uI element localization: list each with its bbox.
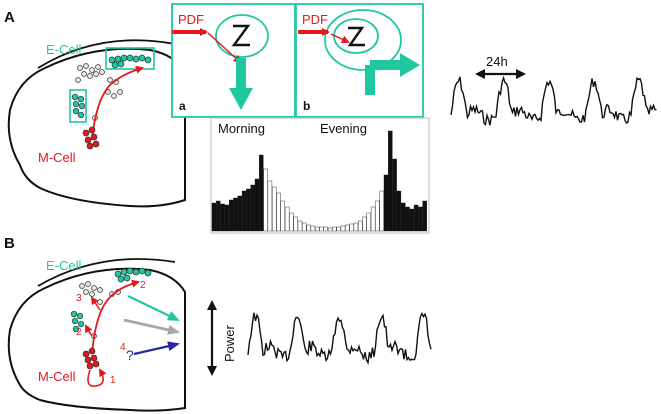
histogram-bar (413, 204, 419, 232)
histogram-bar (375, 200, 380, 232)
step-label-2-upper: 2 (140, 280, 146, 291)
histogram-morning-label: Morning (218, 121, 265, 136)
histogram-bar (280, 200, 285, 232)
histogram-bar (259, 154, 264, 232)
unknown-pathway-mark: ? (126, 347, 134, 363)
m-cell-output-arrow (133, 341, 180, 356)
e-cell-label-a: E-Cell (46, 42, 82, 57)
histogram-bar (228, 199, 234, 232)
inset-b-signal: PDF (302, 12, 328, 27)
histogram-bar (267, 180, 273, 232)
activity-histogram-frame (210, 117, 430, 234)
histogram-bar (302, 222, 307, 232)
histogram-bar (418, 206, 423, 232)
power-label: Power (222, 324, 237, 362)
histogram-bar (284, 206, 290, 232)
activity-histogram (211, 130, 427, 232)
histogram-bar (233, 197, 238, 232)
histogram-bar (336, 226, 341, 232)
histogram-bar (297, 220, 303, 232)
step-label-2-lower: 2 (76, 327, 82, 338)
histogram-bar (272, 186, 277, 232)
histogram-bar (345, 224, 350, 232)
histogram-bar (358, 220, 363, 232)
histogram-bar (405, 206, 410, 232)
histogram-bar (241, 190, 247, 232)
histogram-evening-label: Evening (320, 121, 367, 136)
lndd-cluster-a (71, 93, 86, 119)
clock-icon-b (347, 26, 365, 47)
m-cell-label-a: M-Cell (38, 150, 76, 165)
histogram-bar (315, 226, 320, 232)
pdf-to-grey-b (90, 296, 101, 311)
panel-b-label: B (4, 235, 15, 252)
histogram-bar (293, 216, 298, 232)
grey-output-arrow (123, 318, 180, 335)
histogram-bar (323, 226, 328, 232)
lndd-box-a (69, 89, 87, 123)
inset-a-label: a (179, 99, 186, 113)
histogram-bar (211, 202, 217, 232)
histogram-bar (289, 212, 294, 232)
lndd-cluster-b (70, 310, 85, 333)
m-cell-label-b: M-Cell (38, 369, 76, 384)
activity-trace-a (450, 75, 657, 126)
histogram-bar (276, 192, 281, 232)
grey-neuron-cluster-a (75, 63, 123, 99)
histogram-bar (370, 206, 376, 232)
e-cell-label-b: E-Cell (46, 258, 82, 273)
histogram-bar (409, 208, 414, 232)
m-cell-cluster-a (82, 126, 100, 150)
histogram-bar (379, 190, 384, 232)
histogram-bar (237, 195, 243, 232)
histogram-bar (250, 184, 255, 232)
histogram-bar (306, 224, 311, 232)
clock-icon (231, 24, 251, 47)
e-cell-output-arrow (127, 295, 180, 321)
histogram-bar (254, 178, 260, 232)
inset-a-signal: PDF (178, 12, 204, 27)
step-label-1: 1 (110, 375, 116, 386)
histogram-bar (388, 130, 393, 232)
histogram-bar (332, 226, 337, 232)
histogram-bar (340, 225, 346, 232)
m-cell-cluster-b (82, 347, 100, 370)
histogram-bar (392, 158, 397, 232)
autoreceptor-loop-b (87, 368, 107, 387)
activity-trace-b (247, 312, 432, 365)
histogram-bar (383, 174, 389, 232)
e-cell-cluster-a (108, 54, 152, 69)
histogram-bar (366, 212, 371, 232)
histogram-bar (216, 200, 221, 232)
panel-a-label: A (4, 9, 15, 26)
pdf-to-lndd-b (85, 324, 93, 337)
e-cell-cluster-b (114, 267, 152, 283)
pdf-projection-a (91, 65, 144, 141)
histogram-bar (349, 223, 354, 232)
period-label-24h: 24h (486, 54, 508, 69)
pdf-projection-b (91, 279, 140, 355)
histogram-bar (263, 168, 268, 232)
histogram-bar (319, 226, 324, 232)
inset-b (295, 3, 424, 118)
brain-outline-b (7, 258, 186, 412)
histogram-bar (362, 216, 367, 232)
histogram-bar (246, 188, 251, 232)
inset-b-label: b (303, 99, 310, 113)
histogram-bar (401, 202, 406, 232)
histogram-bar (327, 227, 333, 232)
histogram-bar (310, 225, 316, 232)
inset-a (171, 3, 296, 118)
histogram-bar (224, 204, 230, 232)
histogram-bar (353, 222, 359, 232)
histogram-bar (220, 203, 225, 232)
e-cell-box-a (105, 47, 155, 70)
histogram-bar (396, 190, 402, 232)
step-label-3: 3 (76, 293, 82, 304)
step-label-4: 4 (120, 342, 126, 353)
histogram-bar (422, 200, 427, 232)
